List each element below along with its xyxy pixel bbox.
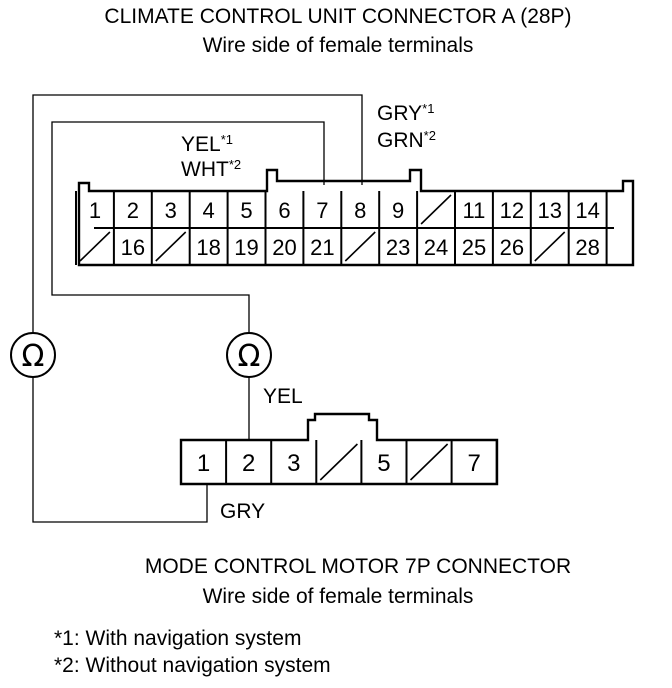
bottom-connector-title: MODE CONTROL MOTOR 7P CONNECTOR	[145, 555, 571, 578]
top-connector-pin-label: 23	[386, 235, 410, 260]
bottom-connector-pin-label: 3	[287, 450, 300, 477]
wire-inner-yel	[51, 121, 325, 440]
top-connector-pin-label: 18	[196, 235, 220, 260]
top-connector-pin-label: 24	[424, 235, 448, 260]
bottom-connector: 1 2 3 5 7	[179, 412, 499, 486]
footnote-1: *1: With navigation system	[54, 627, 301, 650]
top-connector-pin-label: 6	[278, 198, 290, 223]
top-connector-title: CLIMATE CONTROL UNIT CONNECTOR A (28P)	[104, 5, 571, 28]
empty-cavity-slash	[155, 231, 187, 262]
empty-cavity-slash	[344, 231, 376, 262]
top-connector-pin-label: 4	[203, 198, 215, 223]
top-connector-pin-label: 20	[272, 235, 296, 260]
bottom-connector-pin-label: 2	[242, 450, 255, 477]
top-connector-pin-label: 2	[127, 198, 139, 223]
ohmmeter-right: Ω	[226, 332, 272, 378]
ohmmeter-left: Ω	[10, 332, 56, 378]
empty-cavity-slash	[319, 443, 358, 481]
footnote-2: *2: Without navigation system	[54, 654, 331, 677]
top-connector-pin-label: 1	[89, 198, 101, 223]
bottom-connector-grid: 1 2 3 5 7	[180, 440, 498, 484]
top-connector-pin-label: 7	[316, 198, 328, 223]
top-connector-pin-label: 26	[500, 235, 524, 260]
bottom-connector-subtitle: Wire side of female terminals	[203, 585, 474, 608]
wire-label-grn: GRN*2	[377, 128, 436, 152]
wire-label-gry-bottom: GRY	[220, 500, 265, 523]
top-connector-pin-label: 16	[121, 235, 145, 260]
wire-label-wht: WHT*2	[181, 157, 241, 181]
empty-cavity-slash	[534, 231, 566, 262]
bottom-connector-pin-label: 7	[467, 450, 480, 477]
top-connector-pin-label: 25	[462, 235, 486, 260]
bottom-connector-pin-label: 1	[197, 450, 210, 477]
ohm-icon: Ω	[22, 339, 45, 374]
top-connector-pin-label: 12	[500, 198, 524, 223]
bottom-connector-pin-label: 5	[377, 450, 390, 477]
empty-cavity-slash	[409, 443, 449, 481]
top-connector-pin-label: 13	[538, 198, 562, 223]
top-connector-pin-label: 5	[240, 198, 252, 223]
ohm-icon: Ω	[238, 339, 261, 374]
empty-cavity-slash	[79, 231, 111, 262]
top-connector-pin-label: 14	[575, 198, 599, 223]
top-connector-pin-label: 3	[165, 198, 177, 223]
wire-label-yel: YEL*1	[181, 132, 233, 156]
empty-cavity-slash	[420, 194, 452, 225]
top-connector-pin-label: 19	[234, 235, 258, 260]
top-connector-pin-label: 11	[463, 198, 486, 223]
top-connector-pin-label: 9	[392, 198, 404, 223]
top-connector-pin-label: 28	[575, 235, 599, 260]
wire-label-yel-bottom: YEL	[263, 385, 303, 408]
wire-label-gry: GRY*1	[377, 101, 434, 125]
top-connector-pin-label: 8	[354, 198, 366, 223]
top-connector-subtitle: Wire side of female terminals	[203, 34, 474, 57]
wire-outer-gry	[32, 94, 363, 523]
top-connector-pin-label: 21	[310, 235, 334, 260]
